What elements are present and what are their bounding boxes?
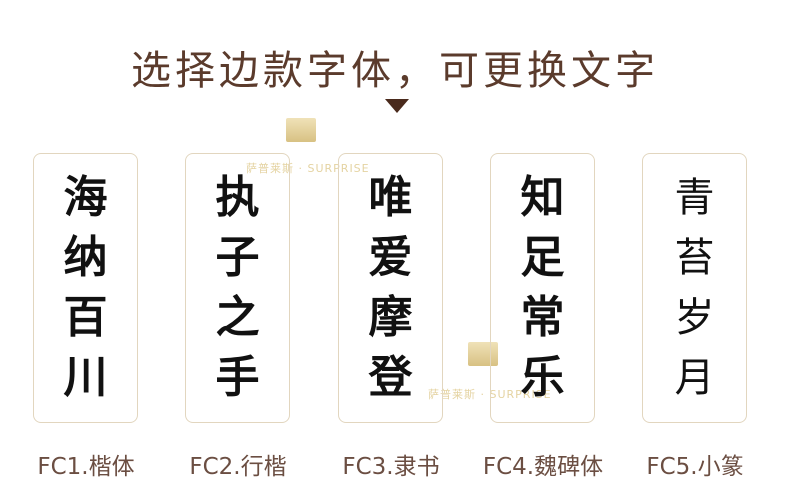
font-label-fc3: FC3.隶书: [342, 454, 440, 480]
sample-char: 执: [215, 172, 260, 223]
font-label-fc2: FC2.行楷: [189, 454, 287, 480]
sample-char: 岁: [674, 295, 715, 341]
font-option-card-fc1[interactable]: 海 纳 百 川: [33, 153, 138, 423]
sample-char: 爱: [368, 232, 413, 283]
gift-watermark-icon: [286, 118, 316, 142]
sample-char: 乐: [520, 352, 565, 403]
font-option-card-fc2[interactable]: 执 子 之 手: [185, 153, 290, 423]
font-label-fc1: FC1.楷体: [37, 454, 135, 480]
sample-char: 常: [520, 292, 565, 343]
sample-char: 足: [520, 232, 565, 283]
sample-char: 青: [674, 175, 715, 221]
sample-char: 子: [215, 232, 260, 283]
font-option-card-fc3[interactable]: 唯 爱 摩 登: [338, 153, 443, 423]
page-title: 选择边款字体，可更换文字: [131, 48, 659, 94]
font-label-fc4: FC4.魏碑体: [482, 454, 604, 480]
sample-char: 手: [215, 352, 260, 403]
sample-char: 摩: [368, 292, 413, 343]
gift-watermark-icon: [468, 342, 498, 366]
down-triangle-icon: [385, 99, 409, 113]
watermark-text: 萨普莱斯 · SURPRISE: [246, 162, 370, 175]
sample-char: 海: [63, 172, 108, 223]
watermark-text: 萨普莱斯 · SURPRISE: [428, 388, 552, 401]
sample-char: 百: [63, 292, 108, 343]
font-option-card-fc5[interactable]: 青 苔 岁 月: [642, 153, 747, 423]
sample-char: 苔: [674, 235, 715, 281]
sample-char: 知: [520, 172, 565, 223]
sample-char: 川: [63, 352, 108, 403]
sample-char: 纳: [63, 232, 108, 283]
sample-char: 月: [674, 355, 715, 401]
font-label-fc5: FC5.小篆: [646, 454, 744, 480]
sample-char: 唯: [368, 172, 413, 223]
sample-char: 之: [215, 292, 260, 343]
font-option-card-fc4[interactable]: 知 足 常 乐: [490, 153, 595, 423]
sample-char: 登: [368, 352, 413, 403]
